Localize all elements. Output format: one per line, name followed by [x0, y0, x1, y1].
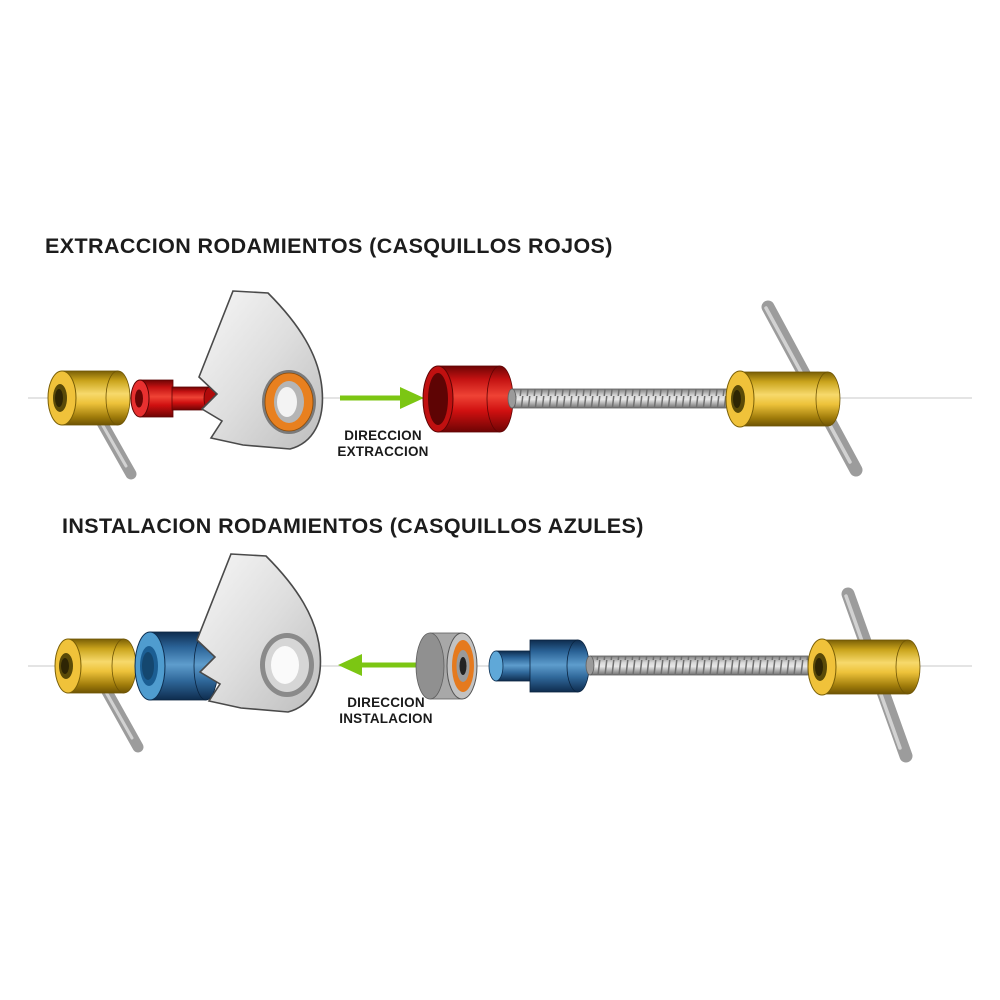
arm-bore-empty — [271, 646, 299, 684]
red-receiver-cup — [422, 365, 514, 433]
blue-drift-cone — [488, 639, 590, 693]
t-handle-body — [739, 371, 829, 427]
red-pilot-bushing — [130, 379, 217, 418]
rod-left-end — [585, 655, 595, 676]
extraction-assembly: EXTRACCION RODAMIENTOS (CASQUILLOS ROJOS… — [28, 234, 972, 480]
bearing-left-face — [415, 632, 445, 700]
installation-title: INSTALACION RODAMIENTOS (CASQUILLOS AZUL… — [62, 514, 644, 538]
installation-label-line2: INSTALACION — [339, 711, 432, 726]
extraction-label-line2: EXTRACCION — [337, 444, 428, 459]
t-handle-right-cap — [895, 639, 921, 695]
extraction-left-nut — [47, 370, 137, 480]
extraction-direction-arrow — [340, 387, 424, 409]
bearing-center-hole — [459, 657, 467, 675]
cup-opening — [428, 373, 448, 425]
installation-direction-arrow — [338, 654, 420, 676]
bearing — [415, 632, 478, 700]
suspension-arm-top — [198, 290, 324, 450]
nut-right-cap — [111, 638, 137, 694]
arrow-head-left — [338, 654, 362, 676]
extraction-right-t-handle — [725, 300, 863, 477]
red-bushing-bore — [135, 389, 143, 408]
rod-threads — [590, 656, 808, 675]
installation-left-nut — [54, 638, 144, 753]
extraction-label-line1: DIRECCION — [344, 428, 422, 443]
installation-label-line1: DIRECCION — [347, 695, 425, 710]
t-handle-bore-inner — [733, 390, 741, 408]
cone-nose-face — [488, 650, 504, 682]
installation-assembly: INSTALACION RODAMIENTOS (CASQUILLOS AZUL… — [28, 514, 972, 763]
blue-bushing-bore-inner — [142, 652, 154, 680]
t-handle-right-cap — [815, 371, 841, 427]
bearing-bore — [277, 387, 297, 417]
nut-bore-inner — [61, 658, 69, 674]
blue-install-bushing — [134, 631, 219, 701]
rod-left-end — [507, 388, 517, 409]
suspension-arm-bottom — [196, 553, 322, 713]
t-handle-bore-inner — [815, 658, 823, 676]
arrow-head-right — [400, 387, 424, 409]
nut-bore-inner — [55, 389, 63, 407]
rod-threads — [512, 389, 728, 408]
threaded-rod-top — [507, 388, 729, 409]
installation-right-t-handle — [807, 587, 921, 763]
extraction-title: EXTRACCION RODAMIENTOS (CASQUILLOS ROJOS… — [45, 234, 613, 258]
threaded-rod-bottom — [585, 655, 809, 676]
nut-right-cap — [105, 370, 131, 426]
